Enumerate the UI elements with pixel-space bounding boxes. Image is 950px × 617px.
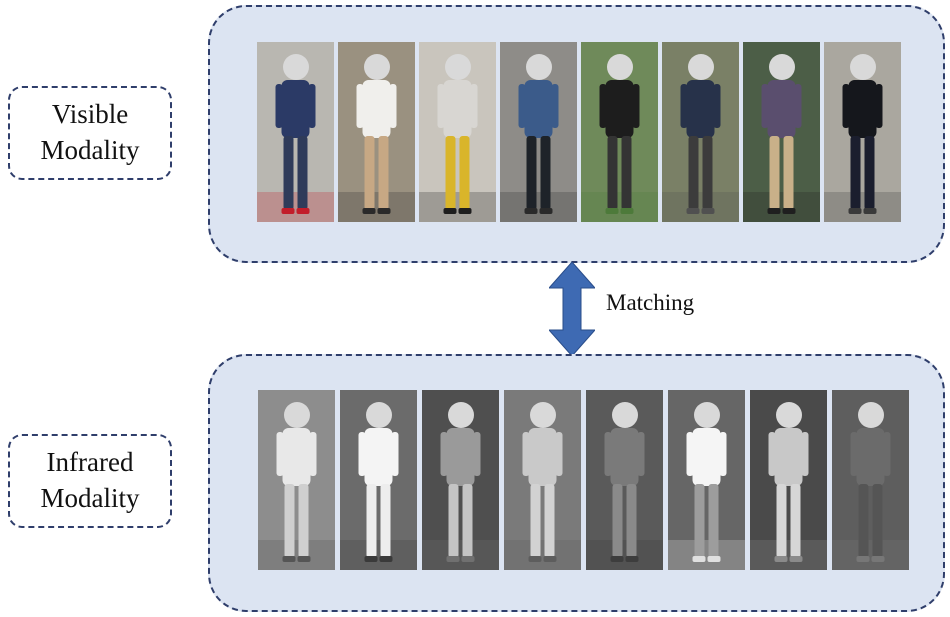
infrared-photo-5	[586, 390, 663, 570]
visible-photo-8	[824, 42, 901, 222]
infrared-label-line1: Infrared	[46, 447, 134, 478]
blurred-face	[365, 402, 392, 428]
visible-photo-2	[338, 42, 415, 222]
visible-photo-1	[257, 42, 334, 222]
blurred-face	[529, 402, 556, 428]
blurred-face	[525, 54, 552, 80]
visible-label-line2: Modality	[40, 135, 140, 165]
blurred-face	[775, 402, 802, 428]
infrared-modality-label: Infrared Modality	[8, 434, 172, 528]
blurred-face	[606, 54, 633, 80]
blurred-face	[687, 54, 714, 80]
visible-photo-4	[500, 42, 577, 222]
blurred-face	[283, 402, 310, 428]
infrared-photo-1	[258, 390, 335, 570]
visible-modality-label: Visible Modality	[8, 86, 172, 180]
blurred-face	[444, 54, 471, 80]
infrared-photo-2	[340, 390, 417, 570]
infrared-photo-8	[832, 390, 909, 570]
blurred-face	[611, 402, 638, 428]
infrared-photo-7	[750, 390, 827, 570]
blurred-face	[768, 54, 795, 80]
blurred-face	[849, 54, 876, 80]
infrared-label-line2: Modality	[40, 483, 140, 513]
infrared-photo-4	[504, 390, 581, 570]
blurred-face	[857, 402, 884, 428]
blurred-face	[363, 54, 390, 80]
blurred-face	[447, 402, 474, 428]
visible-photo-6	[662, 42, 739, 222]
bidirectional-arrow-icon	[549, 262, 595, 356]
visible-photo-strip	[257, 42, 901, 222]
infrared-photo-6	[668, 390, 745, 570]
infrared-photo-3	[422, 390, 499, 570]
matching-label: Matching	[606, 290, 695, 315]
blurred-face	[282, 54, 309, 80]
visible-photo-7	[743, 42, 820, 222]
visible-photo-3	[419, 42, 496, 222]
visible-photo-5	[581, 42, 658, 222]
visible-label-line1: Visible	[51, 99, 129, 130]
infrared-photo-strip	[258, 390, 909, 570]
blurred-face	[693, 402, 720, 428]
